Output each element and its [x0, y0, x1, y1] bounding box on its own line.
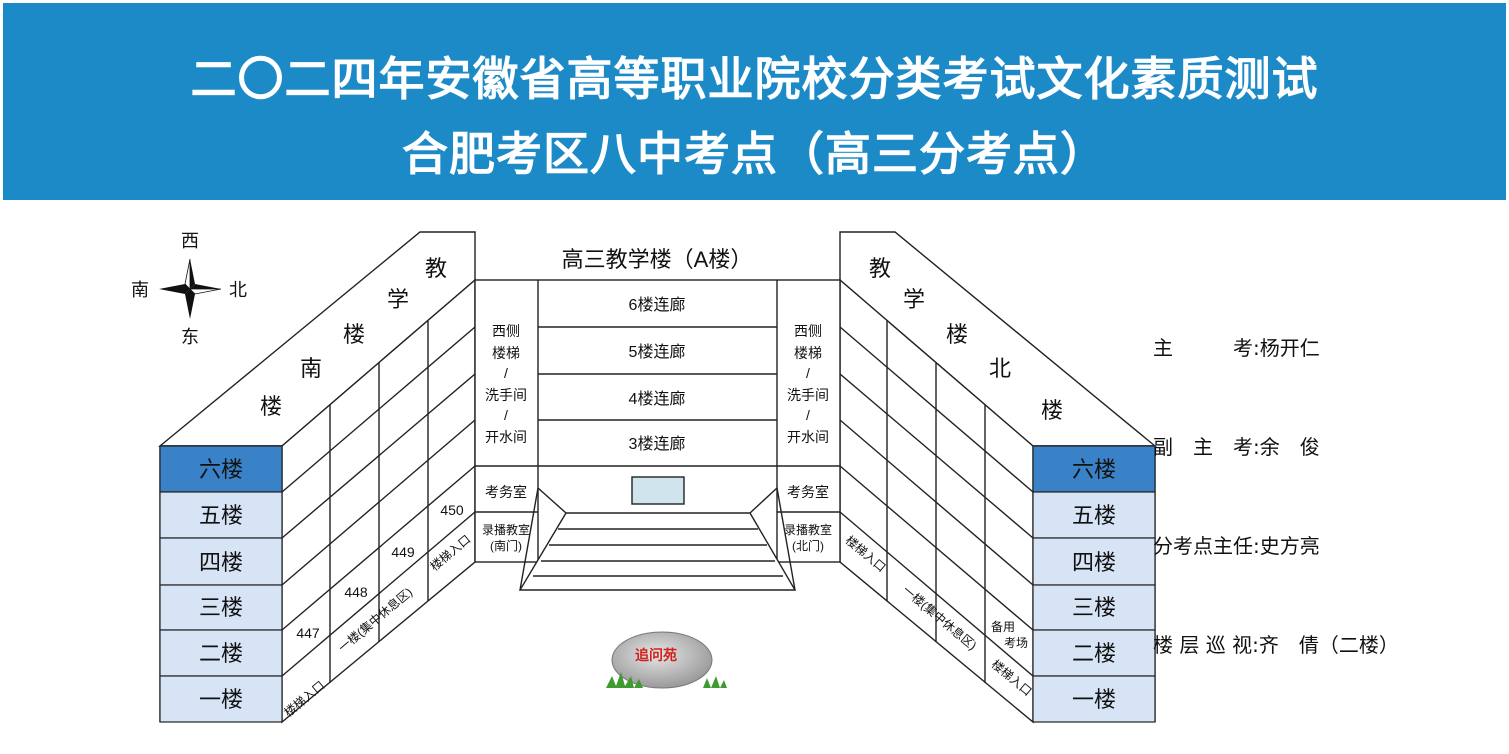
compass-west-label: 西: [181, 231, 199, 251]
west-stair-label: 楼梯: [492, 345, 520, 361]
record-room-north-door: (北门): [792, 538, 824, 553]
center-building: [474, 279, 841, 591]
north-building-name-char: 学: [903, 287, 925, 312]
compass-icon: 西 南 北 东: [131, 231, 247, 347]
record-room-north: 录播教室: [784, 522, 832, 537]
staff-name: 齐 倩（二楼）: [1258, 633, 1399, 657]
floor-label-left: 二楼: [199, 641, 243, 666]
rock-label: 追问苑: [635, 647, 677, 663]
corridor-3-label: 3楼连廊: [629, 435, 686, 453]
east-stair-label: 西侧: [794, 323, 822, 339]
south-building-name-char: 学: [387, 287, 409, 312]
exam-office-north: 考务室: [787, 484, 829, 500]
east-stair-label: 开水间: [787, 429, 829, 445]
corridor-5-label: 5楼连廊: [629, 343, 686, 361]
floor-label-left: 一楼: [199, 687, 243, 712]
compass-north-label: 北: [229, 280, 247, 300]
title-line-2: 合肥考区八中考点（高三分考点）: [402, 127, 1107, 181]
staff-name: 杨开仁: [1259, 336, 1320, 360]
staff-name: 史方亮: [1259, 534, 1320, 558]
north-building-name-char: 教: [869, 256, 891, 281]
room-448-label: 448: [344, 584, 368, 600]
backup-room-label: 备用: [991, 620, 1015, 634]
room-447-label: 447: [296, 625, 320, 641]
staff-row: 主 考:杨开仁: [1153, 336, 1320, 360]
rock-icon: 追问苑: [606, 631, 727, 689]
floor-label-left: 三楼: [199, 595, 243, 620]
center-building-name: 高三教学楼（A楼）: [562, 247, 753, 272]
floor-legend-left: [159, 445, 283, 723]
north-building-name-char: 北: [989, 356, 1011, 381]
room-449-label: 449: [391, 544, 415, 560]
west-stair-label: 洗手间: [485, 387, 527, 403]
floor-label-right: 二楼: [1072, 641, 1116, 666]
corridor-6-label: 6楼连廊: [629, 296, 686, 314]
staff-role: 分考点主任: [1153, 534, 1253, 558]
staff-name: 余 俊: [1259, 435, 1320, 459]
floor-label-right: 四楼: [1072, 550, 1116, 575]
floor-label-right: 三楼: [1072, 595, 1116, 620]
south-building-name-char: 楼: [343, 322, 365, 347]
west-stair-label: 开水间: [485, 429, 527, 445]
floor-label-right: 一楼: [1072, 687, 1116, 712]
staff-role: 副 主 考: [1153, 435, 1253, 459]
record-room-south-door: (南门): [490, 538, 522, 553]
floor-label-right: 六楼: [1072, 457, 1116, 482]
east-stair-label: 洗手间: [787, 387, 829, 403]
north-building-name-char: 楼: [1041, 398, 1063, 423]
corridor-4-label: 4楼连廊: [629, 390, 686, 408]
staff-role: 主 考: [1153, 336, 1253, 360]
staff-row: 楼 层 巡 视:齐 倩（二楼）: [1153, 633, 1399, 657]
south-building-name-char: 南: [300, 356, 322, 381]
floor-label-left: 六楼: [199, 457, 243, 482]
compass-south-label: 南: [131, 280, 149, 300]
staff-list: 主 考:杨开仁 副 主 考:余 俊 分考点主任:史方亮 楼 层 巡 视:齐 倩（…: [1153, 266, 1399, 695]
title-banner: 二〇二四年安徽省高等职业院校分类考试文化素质测试 合肥考区八中考点（高三分考点）: [3, 3, 1506, 200]
floor-legend-right: [1032, 445, 1156, 723]
backup-room-label: 考场: [1004, 636, 1028, 650]
record-room-south: 录播教室: [482, 522, 530, 537]
south-building-name-char: 教: [425, 256, 447, 281]
west-stair-label: /: [504, 407, 508, 423]
room-450-label: 450: [440, 502, 464, 518]
north-building-name-char: 楼: [946, 322, 968, 347]
floor-label-left: 五楼: [199, 503, 243, 528]
west-stair-label: 西侧: [492, 323, 520, 339]
staff-role: 楼 层 巡 视: [1153, 633, 1253, 657]
compass-east-label: 东: [181, 327, 199, 347]
south-building-name-char: 楼: [260, 394, 282, 419]
east-stair-label: 楼梯: [794, 345, 822, 361]
west-stair-label: /: [504, 365, 508, 381]
floor-label-left: 四楼: [199, 550, 243, 575]
staff-row: 副 主 考:余 俊: [1153, 435, 1320, 459]
staff-row: 分考点主任:史方亮: [1153, 534, 1320, 558]
floor-label-right: 五楼: [1072, 503, 1116, 528]
east-stair-label: /: [806, 407, 810, 423]
exam-office-south: 考务室: [485, 484, 527, 500]
title-line-1: 二〇二四年安徽省高等职业院校分类考试文化素质测试: [190, 52, 1319, 106]
east-stair-label: /: [806, 365, 810, 381]
